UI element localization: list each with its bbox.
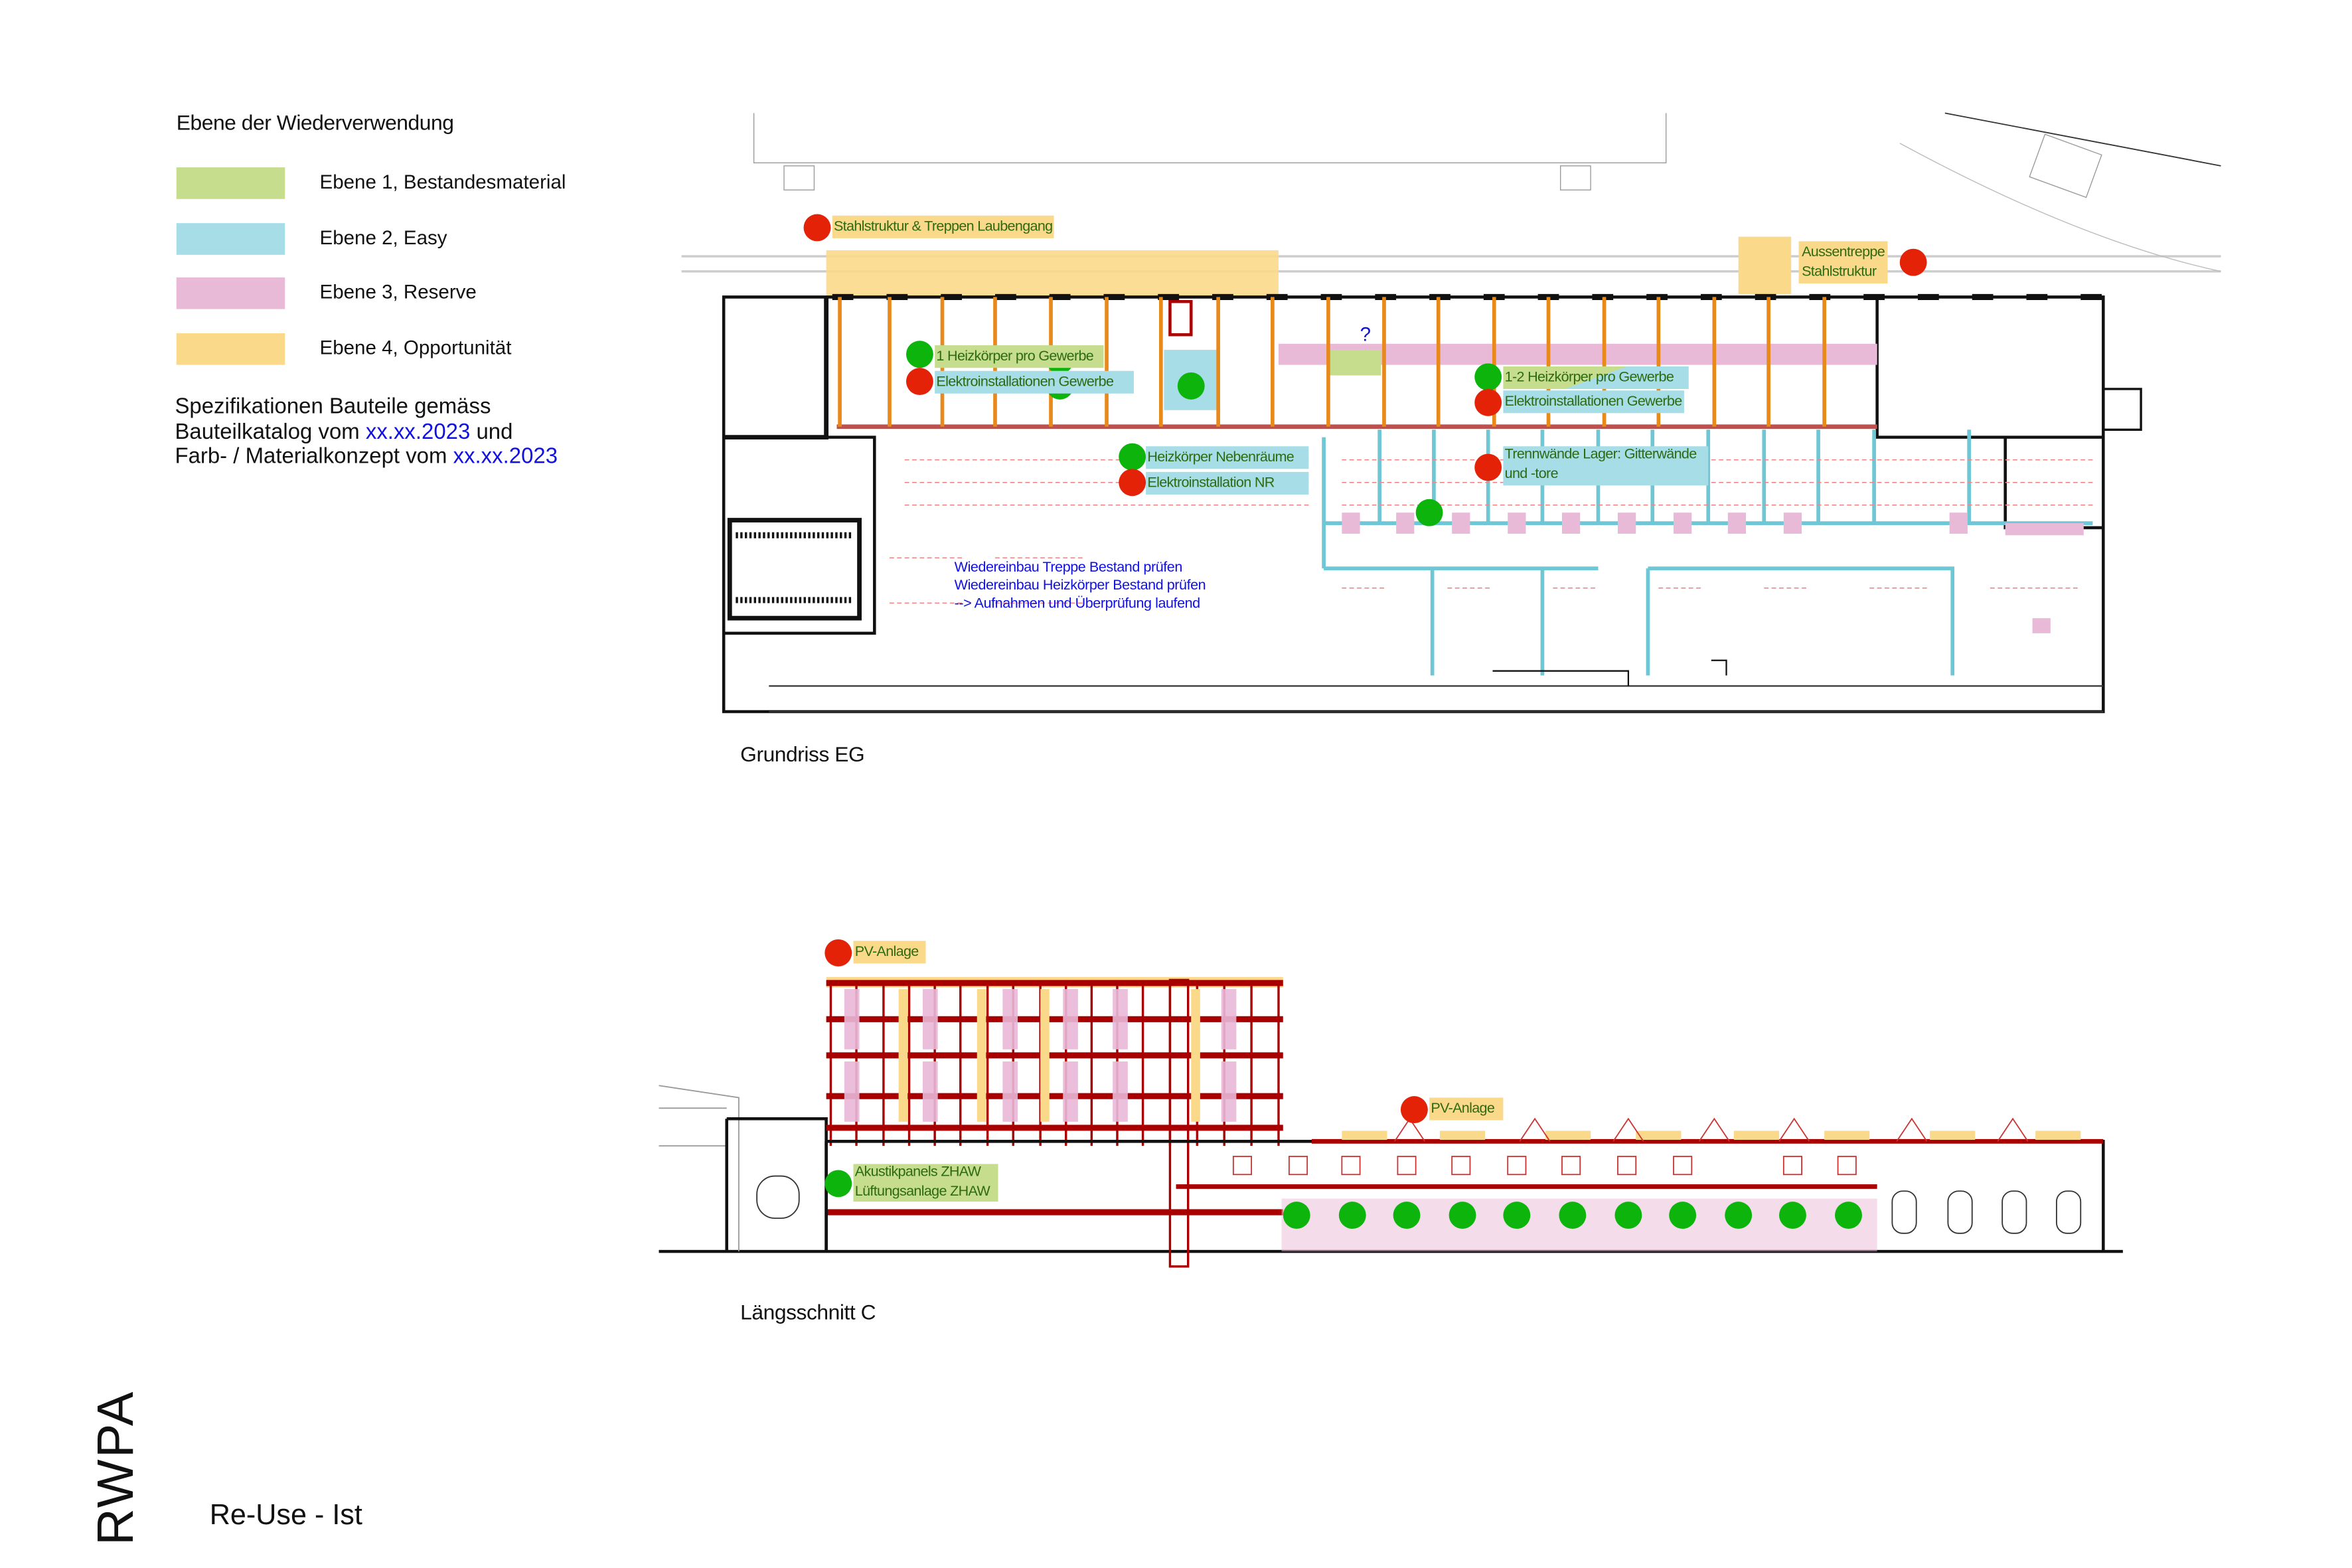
legend-label-ebene-4: Ebene 4, Opportunität xyxy=(319,336,512,359)
red-marker xyxy=(905,368,933,396)
green-marker xyxy=(824,1170,852,1198)
label-heizkoerper-nebenraeume: Heizkörper Nebenräume xyxy=(1146,446,1309,469)
label-elektro-gewerbe-right: Elektroinstallationen Gewerbe xyxy=(1503,390,1684,414)
label-line: Trennwände Lager: Gitterwände xyxy=(1504,446,1697,463)
red-marker xyxy=(1400,1096,1428,1124)
spec-line-3: Farb- / Materialkonzept vom xx.xx.2023 xyxy=(175,445,558,469)
label-stahlstruktur-laubengang: Stahlstruktur & Treppen Laubengang xyxy=(832,215,1054,238)
label-line: Akustikpanels ZHAW xyxy=(854,1164,981,1181)
legend-label-ebene-2: Ebene 2, Easy xyxy=(319,226,447,249)
note-treppe: Wiedereinbau Treppe Bestand prüfen xyxy=(954,559,1183,576)
red-marker xyxy=(803,214,831,242)
green-marker xyxy=(905,341,933,368)
site-context xyxy=(681,112,2221,273)
label-elektro-nr: Elektroinstallation NR xyxy=(1146,471,1309,495)
green-marker xyxy=(1669,1202,1697,1229)
legend-label-ebene-3: Ebene 3, Reserve xyxy=(319,280,477,303)
green-marker xyxy=(1393,1202,1421,1229)
red-marker xyxy=(1899,248,1927,276)
label-heizkoerper-gewerbe-right: 1-2 Heizkörper pro Gewerbe xyxy=(1503,366,1689,389)
green-marker xyxy=(1338,1202,1366,1229)
legend-swatch-ebene-3 xyxy=(176,277,285,309)
green-marker xyxy=(1724,1202,1752,1229)
green-marker xyxy=(1779,1202,1807,1229)
label-elektro-gewerbe-left: Elektroinstallationen Gewerbe xyxy=(935,370,1134,394)
question-mark: ? xyxy=(1360,323,1372,346)
legend-swatch-ebene-1 xyxy=(176,167,285,199)
label-pv-anlage-hall: PV-Anlage xyxy=(1429,1097,1504,1121)
label-trennwaende-lager: Trennwände Lager: Gitterwände und -tore xyxy=(1503,446,1709,486)
green-marker xyxy=(1119,443,1146,471)
legend-swatch-ebene-2 xyxy=(176,223,285,255)
label-pv-anlage-tower: PV-Anlage xyxy=(853,941,926,964)
floor-plan xyxy=(722,236,2142,714)
note-heizkoerper: Wiedereinbau Heizkörper Bestand prüfen xyxy=(954,577,1206,594)
section-title: Längsschnitt C xyxy=(740,1299,876,1324)
spec-line-1: Spezifikationen Bauteile gemäss xyxy=(175,395,491,420)
label-line: Aussentreppe xyxy=(1802,244,1885,261)
green-marker xyxy=(1177,372,1205,400)
green-marker xyxy=(1614,1202,1642,1229)
green-marker xyxy=(1835,1202,1862,1229)
spec-text: Spezifikationen Bauteile gemäss Bauteilk… xyxy=(175,395,558,469)
red-marker xyxy=(1474,453,1502,481)
red-marker xyxy=(1119,469,1146,497)
spec-text-part: Bauteilkatalog vom xyxy=(175,420,366,444)
green-marker xyxy=(1474,363,1502,391)
label-aussentreppe: Aussentreppe Stahlstruktur xyxy=(1798,241,1888,283)
rwpa-logo: RWPA xyxy=(87,1390,145,1545)
label-line: und -tore xyxy=(1504,465,1559,482)
green-marker xyxy=(1559,1202,1587,1229)
plan-title: Grundriss EG xyxy=(740,742,865,766)
longitudinal-section xyxy=(659,977,2123,1268)
green-marker xyxy=(1415,499,1443,526)
label-line: Lüftungsanlage ZHAW xyxy=(854,1182,990,1200)
sheet-title: Re-Use - Ist xyxy=(209,1500,362,1532)
materialkonzept-date-link[interactable]: xx.xx.2023 xyxy=(453,445,558,469)
note-aufnahmen: --> Aufnahmen und Überprüfung laufend xyxy=(954,595,1201,613)
spec-text-part: und xyxy=(470,420,513,444)
bauteilkatalog-date-link[interactable]: xx.xx.2023 xyxy=(365,420,471,444)
red-marker xyxy=(1474,388,1502,416)
label-heizkoerper-gewerbe: 1 Heizkörper pro Gewerbe xyxy=(935,345,1104,368)
spec-line-2: Bauteilkatalog vom xx.xx.2023 und xyxy=(175,420,558,445)
label-akustik-lueftung: Akustikpanels ZHAW Lüftungsanlage ZHAW xyxy=(853,1164,998,1202)
legend-label-ebene-1: Ebene 1, Bestandesmaterial xyxy=(319,170,566,193)
green-marker xyxy=(1449,1202,1476,1229)
legend-title: Ebene der Wiederverwendung xyxy=(176,110,454,135)
legend-swatch-ebene-4 xyxy=(176,333,285,365)
label-line: Stahlstruktur xyxy=(1802,264,1877,281)
spec-text-part: Farb- / Materialkonzept vom xyxy=(175,445,453,469)
green-marker xyxy=(1283,1202,1310,1229)
green-marker xyxy=(1504,1202,1531,1229)
red-marker xyxy=(824,939,852,967)
